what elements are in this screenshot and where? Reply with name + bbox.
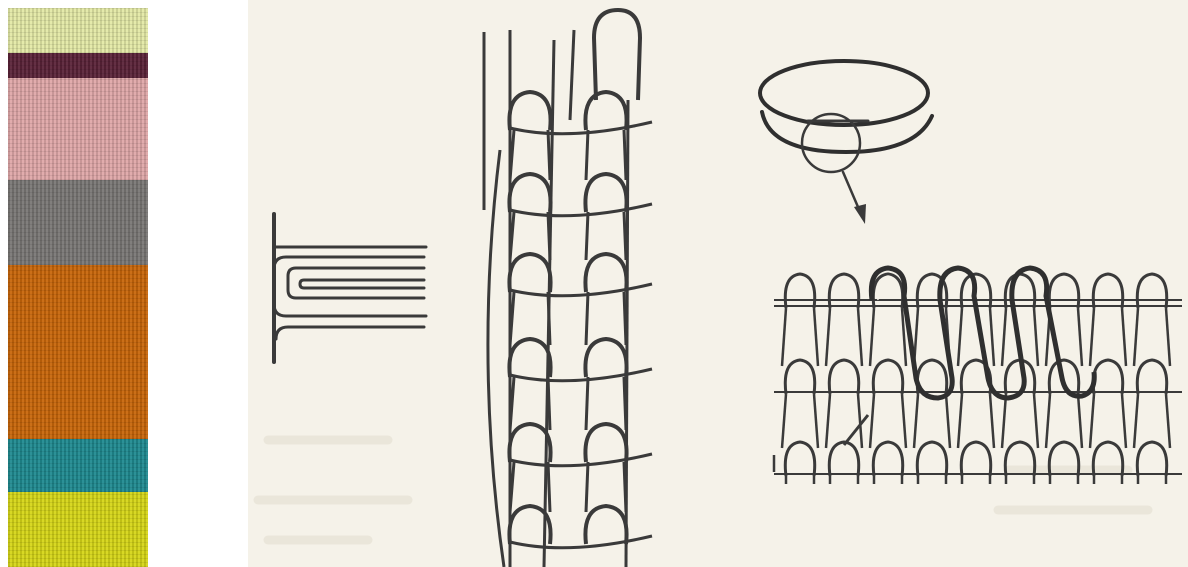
column-crossbar [510,204,652,216]
stitch-leg [1034,308,1038,366]
stitch-leg [870,308,874,366]
column-leg [586,292,588,345]
column-crossbar [510,284,652,296]
inserted-yarn-highlight [878,276,899,300]
column-loop [509,254,550,292]
stitch-leg [1090,394,1094,448]
column-leg [548,130,550,180]
column-leg [548,462,550,512]
stitch-leg [1078,394,1082,448]
column-leg [624,292,626,345]
stitch-leg [990,394,994,448]
stitch-loop [873,442,902,476]
swatch-band-burnt-orange [8,265,148,439]
swatch-band-pale-yellow [8,8,148,53]
stitch-loop [785,442,814,476]
stitch-leg [782,394,786,448]
column-leg [624,212,626,260]
stitch-leg [1046,394,1050,448]
loop-column-diagram [484,10,652,567]
stitch-loop [961,442,990,476]
column-loop [509,92,550,130]
column-leg [548,292,550,345]
column-loop [585,92,626,130]
stitch-leg [1034,394,1038,448]
stitch-leg [826,394,830,448]
yarn-ring-detail [760,61,932,224]
bleed-through-text [258,440,1148,540]
column-crossbar [510,122,652,134]
swatch-band-grey [8,180,148,265]
column-loop [585,174,626,212]
stitch-leg [914,394,918,448]
stitch-leg [826,308,830,366]
stitch-leg [1078,308,1082,366]
stitch-leg [782,308,786,366]
stitch-leg [902,394,906,448]
column-loop [585,506,626,544]
stitch-loop [785,274,814,308]
stitch-leg [1134,394,1138,448]
stitch-loop [1049,274,1078,308]
swatch-band-yellow [8,492,148,567]
column-loop [509,424,550,462]
folded-hem-diagram [274,214,426,362]
knitted-stripe-swatch-photo [8,8,148,567]
guide-curve [488,150,504,567]
stitch-loop [829,360,858,394]
stitch-leg [1002,394,1006,448]
stitch-loop [1137,360,1166,394]
column-leg [624,462,626,512]
column-leg [586,212,588,260]
stitch-leg [814,308,818,366]
stitch-leg [1002,308,1006,366]
column-leg [624,130,626,180]
stitch-leg [1122,308,1126,366]
column-loop [585,424,626,462]
stitch-leg [1122,394,1126,448]
stitch-loop [785,360,814,394]
stitch-loop [873,360,902,394]
stitch-loop [1093,360,1122,394]
swatch-band-pink [8,78,148,180]
column-leg [586,462,588,512]
stitch-loop [1137,274,1166,308]
column-leg [548,212,550,260]
column-crossbar [510,536,652,548]
stitch-leg [946,394,950,448]
column-leg [548,377,550,430]
stitch-loop [1137,442,1166,476]
stitch-loop [1093,274,1122,308]
column-loop [585,339,626,377]
swatch-band-teal [8,439,148,492]
stitch-leg [1134,308,1138,366]
stitch-leg [814,394,818,448]
stitch-leg [870,394,874,448]
swatch-band-aubergine [8,53,148,78]
stitch-leg [990,308,994,366]
column-loop [509,339,550,377]
column-leg [624,377,626,430]
column-loop [585,254,626,292]
knitting-diagram-plate [248,0,1188,567]
stitch-leg [1166,394,1170,448]
stitch-leg [958,394,962,448]
stitch-leg [958,308,962,366]
stitch-row-diagram [774,268,1182,484]
column-strand [570,30,574,120]
stitch-leg [1166,308,1170,366]
column-crossbar [510,454,652,466]
stitch-loop [917,442,946,476]
stitch-leg [1090,308,1094,366]
top-loop [594,10,640,100]
column-leg [586,130,588,180]
knitting-diagram-drawing [248,0,1188,567]
yarn-end [844,415,868,445]
column-leg [586,377,588,430]
stitch-leg [858,308,862,366]
stitch-loop [829,442,858,476]
column-crossbar [510,369,652,381]
column-loop [509,174,550,212]
stitch-loop [829,274,858,308]
